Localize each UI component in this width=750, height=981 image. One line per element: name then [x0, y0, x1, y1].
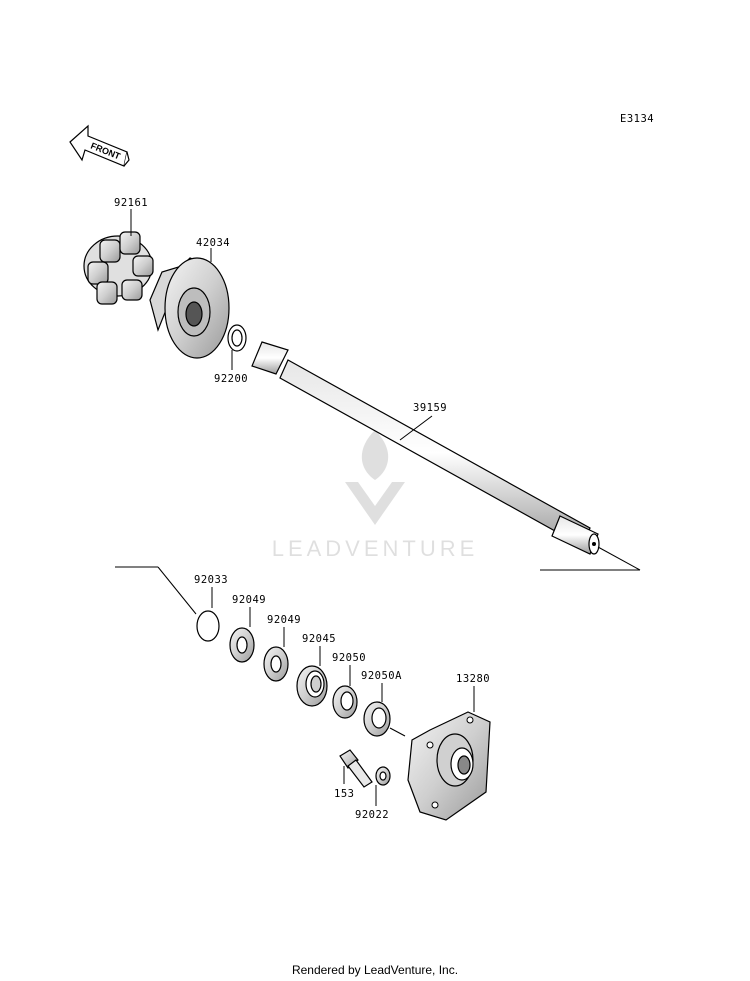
label-92049-a: 92049	[232, 594, 266, 606]
washer-92022	[375, 766, 391, 786]
label-92045: 92045	[302, 633, 336, 645]
damper-92161	[83, 231, 154, 305]
label-92050: 92050	[332, 652, 366, 664]
seal-92049-a	[229, 627, 255, 663]
drive-shaft-39159	[251, 341, 600, 555]
bearing-92045	[296, 665, 328, 707]
seal-92049-b	[263, 646, 289, 682]
watermark: LEADVENTURE	[272, 430, 479, 561]
housing-13280	[407, 711, 491, 821]
label-13280: 13280	[456, 673, 490, 685]
label-92200: 92200	[214, 373, 248, 385]
diagram-code: E3134	[620, 113, 654, 125]
front-arrow-icon: FRONT	[69, 124, 130, 167]
seal-92050A	[363, 701, 391, 737]
label-42034: 42034	[196, 237, 230, 249]
label-92022: 92022	[355, 809, 389, 821]
label-92161: 92161	[114, 197, 148, 209]
bolt-153	[339, 749, 373, 788]
circlip-92033	[196, 610, 220, 642]
footer-credit: Rendered by LeadVenture, Inc.	[291, 963, 459, 977]
seal-92050	[332, 685, 358, 719]
coupling-42034	[149, 257, 230, 359]
label-39159: 39159	[413, 402, 447, 414]
label-153: 153	[334, 788, 354, 800]
watermark-text: LEADVENTURE	[272, 536, 479, 561]
label-92050A: 92050A	[361, 670, 402, 682]
label-92033: 92033	[194, 574, 228, 586]
washer-92200	[227, 324, 247, 352]
label-92049-b: 92049	[267, 614, 301, 626]
